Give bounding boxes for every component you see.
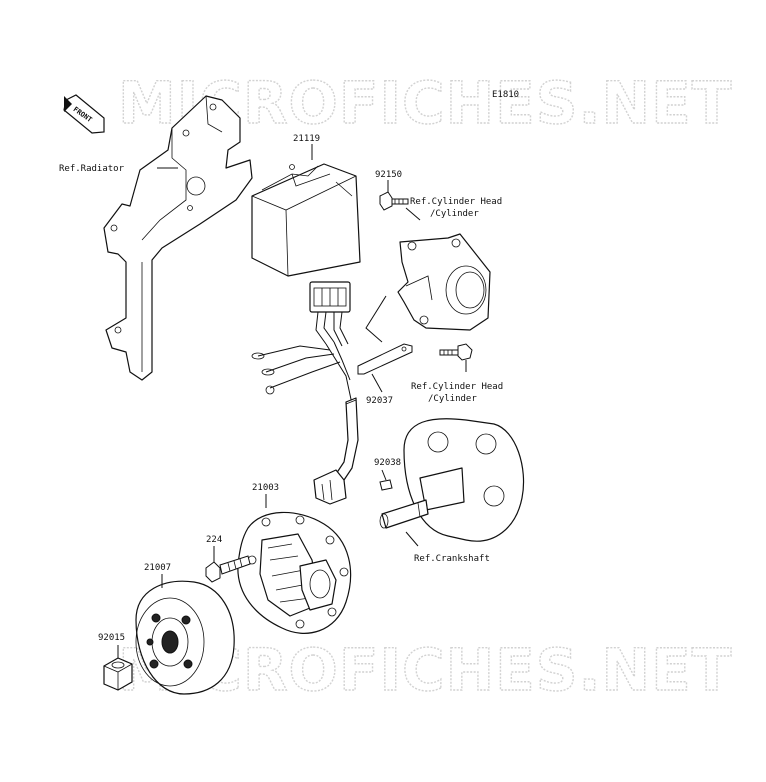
- label-ref-radiator: Ref.Radiator: [59, 164, 125, 174]
- label-ref-cylinder-2: /Cylinder: [428, 394, 477, 404]
- label-ref-crankshaft: Ref.Crankshaft: [414, 554, 490, 564]
- label-92038: 92038: [374, 458, 401, 468]
- bolt-cylinder: [439, 343, 473, 361]
- diagram-code: E1810: [492, 90, 519, 100]
- label-92015: 92015: [98, 633, 125, 643]
- label-ref-cylinder-head-2: Ref.Cylinder Head: [411, 382, 503, 392]
- key-92038: [379, 479, 393, 491]
- label-ref-cylinder-head-1: Ref.Cylinder Head: [410, 197, 502, 207]
- stator-21003: [237, 511, 352, 634]
- front-arrow-icon: FRONT: [63, 94, 105, 134]
- leader-lines: [117, 144, 467, 658]
- label-21119: 21119: [293, 134, 320, 144]
- crankshaft: [379, 418, 525, 542]
- radiator-bracket: [103, 95, 253, 381]
- bolt-224: [205, 555, 251, 583]
- label-21007: 21007: [144, 563, 171, 573]
- label-92037: 92037: [366, 396, 393, 406]
- wiring-harness: [251, 281, 359, 505]
- label-ref-cylinder-1: /Cylinder: [430, 209, 479, 219]
- bolt-92150: [379, 191, 409, 211]
- flywheel-21007: [135, 580, 235, 695]
- plate-92037: [357, 343, 413, 375]
- cylinder-head: [397, 233, 491, 331]
- label-224: 224: [206, 535, 222, 545]
- label-92150: 92150: [375, 170, 402, 180]
- cdi-unit: [251, 163, 361, 277]
- label-21003: 21003: [252, 483, 279, 493]
